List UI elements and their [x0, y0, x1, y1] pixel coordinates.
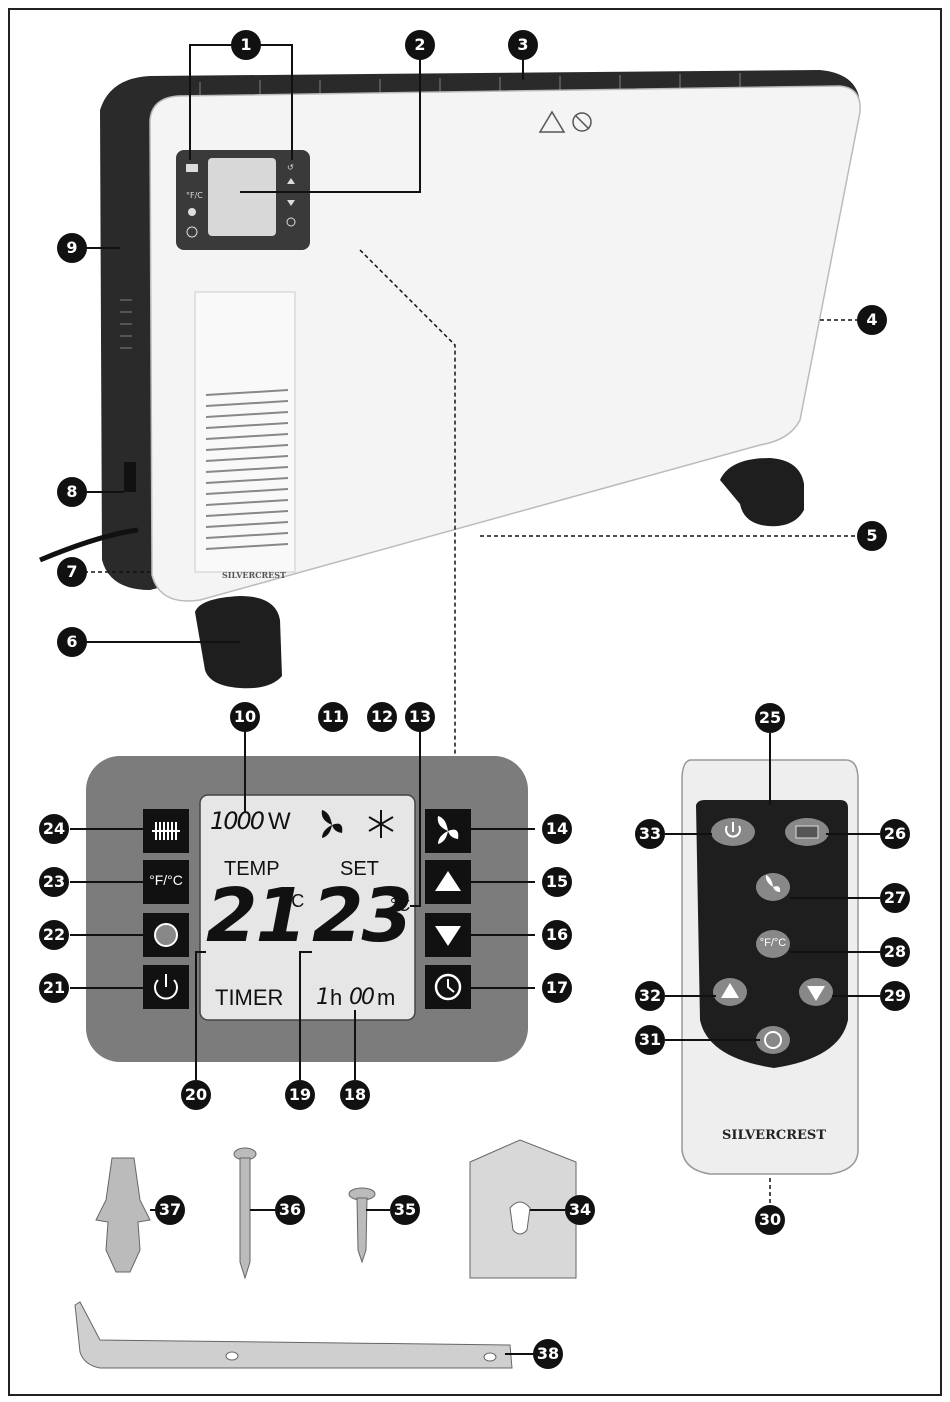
callout-21: 21 [39, 973, 69, 1003]
callout-22: 22 [39, 920, 69, 950]
remote-illustration [682, 760, 858, 1174]
callout-8: 8 [57, 477, 87, 507]
room-temp: 21 [206, 876, 305, 956]
remote-unit-toggle-label: °F/°C [756, 937, 790, 949]
unit-toggle-button[interactable]: °F/°C [143, 872, 189, 888]
callout-18: 18 [340, 1080, 370, 1110]
callout-35: 35 [390, 1195, 420, 1225]
set-temp: 23 [312, 876, 411, 956]
callout-30: 30 [755, 1205, 785, 1235]
callout-32: 32 [635, 981, 665, 1011]
callout-20: 20 [181, 1080, 211, 1110]
callout-17: 17 [542, 973, 572, 1003]
callout-28: 28 [880, 937, 910, 967]
timer-minutes: 00 [349, 985, 373, 1010]
room-temp-unit: °C [284, 891, 304, 912]
callout-4: 4 [857, 305, 887, 335]
timer-minutes-unit: m [377, 985, 395, 1011]
callout-5: 5 [857, 521, 887, 551]
timer-hours: 1 [316, 985, 328, 1010]
callout-13: 13 [405, 702, 435, 732]
accessories-illustration [75, 1140, 576, 1368]
callout-3: 3 [508, 30, 538, 60]
callout-33: 33 [635, 819, 665, 849]
callout-38: 38 [533, 1339, 563, 1369]
callout-26: 26 [880, 819, 910, 849]
callout-24: 24 [39, 814, 69, 844]
callout-14: 14 [542, 814, 572, 844]
callout-16: 16 [542, 920, 572, 950]
power-reading: 1000 [210, 807, 263, 835]
callout-15: 15 [542, 867, 572, 897]
callout-34: 34 [565, 1195, 595, 1225]
callout-25: 25 [755, 703, 785, 733]
heater-brand: SILVERCREST [222, 570, 286, 580]
callout-2: 2 [405, 30, 435, 60]
svg-text:°F/C: °F/C [186, 191, 203, 200]
callout-29: 29 [880, 981, 910, 1011]
remote-brand: SILVERCREST [722, 1128, 826, 1143]
callout-12: 12 [367, 702, 397, 732]
callout-9: 9 [57, 233, 87, 263]
timer-hours-unit: h [330, 985, 342, 1011]
set-temp-unit: °C [390, 895, 410, 916]
panel-closeup [86, 756, 528, 1062]
callout-36: 36 [275, 1195, 305, 1225]
callout-6: 6 [57, 627, 87, 657]
callout-31: 31 [635, 1025, 665, 1055]
callout-10: 10 [230, 702, 260, 732]
callout-23: 23 [39, 867, 69, 897]
heater-illustration: °F/C ↺ [40, 70, 860, 688]
svg-text:↺: ↺ [287, 163, 294, 172]
callout-37: 37 [155, 1195, 185, 1225]
callout-1: 1 [231, 30, 261, 60]
timer-label: TIMER [215, 985, 283, 1011]
callout-11: 11 [318, 702, 348, 732]
power-unit: W [268, 808, 291, 836]
callout-7: 7 [57, 557, 87, 587]
callout-19: 19 [285, 1080, 315, 1110]
callout-27: 27 [880, 883, 910, 913]
